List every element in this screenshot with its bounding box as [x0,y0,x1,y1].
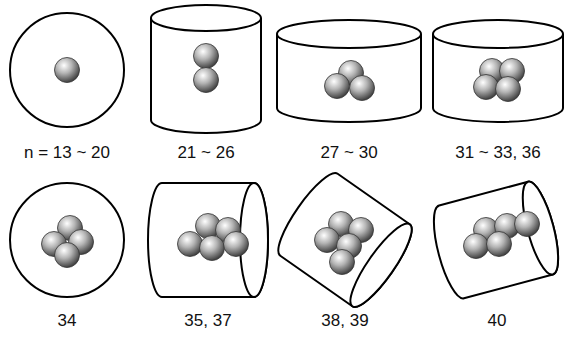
sphere-container [10,183,124,297]
sphere-container [10,13,124,127]
cylinder-container [277,20,421,122]
cylinder-container [151,5,261,133]
size-range-label: 31 ~ 33, 36 [455,144,541,161]
size-range-label: 34 [58,312,77,329]
size-range-label: 38, 39 [321,312,368,329]
sphere-cluster [315,212,374,275]
cylinder-container [427,178,566,301]
sphere-cluster [464,212,540,259]
size-range-label: n = 13 ~ 20 [24,144,110,161]
size-range-label: 35, 37 [184,312,231,329]
cylinder-container [148,183,268,297]
cylinder-container [270,166,421,313]
size-range-label: 40 [488,312,507,329]
size-range-label: 21 ~ 26 [177,144,234,161]
size-range-label: 27 ~ 30 [320,144,377,161]
cylinder-container [433,20,563,122]
